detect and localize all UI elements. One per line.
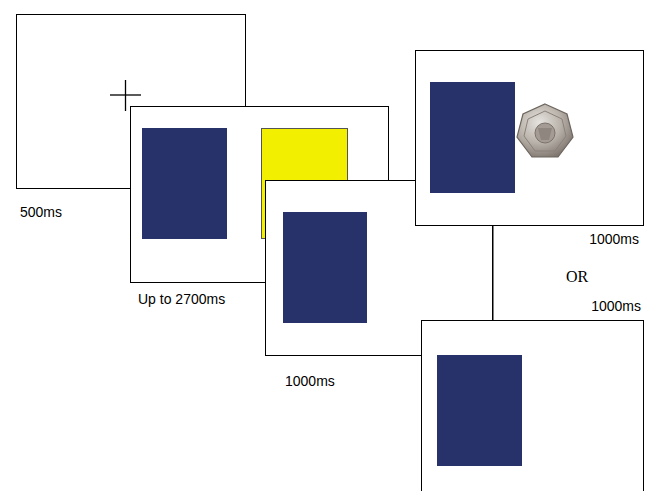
blue-card (142, 128, 227, 239)
screen-frame: 500ms (16, 14, 245, 188)
reward-screen (416, 51, 644, 226)
duration-label: 1000ms (591, 298, 641, 314)
duration-label: 1000ms (589, 231, 639, 247)
fixation-cross (125, 80, 126, 111)
no-reward-screen (422, 321, 644, 491)
duration-label: Up to 2700ms (138, 291, 225, 307)
screen-frame: 1000ms (415, 50, 643, 225)
blue-card (437, 355, 522, 466)
blue-card (430, 82, 515, 193)
duration-label: 500ms (20, 204, 62, 220)
alternative-connector (493, 225, 494, 320)
duration-label: 1000ms (285, 373, 335, 389)
blue-card (283, 212, 367, 323)
coin (517, 104, 573, 157)
screen-frame: 1000ms (265, 180, 492, 355)
screen-frame: 1000ms (421, 320, 643, 491)
screen-frame: Up to 2700ms (130, 106, 388, 282)
alternative-label: OR (565, 268, 589, 286)
